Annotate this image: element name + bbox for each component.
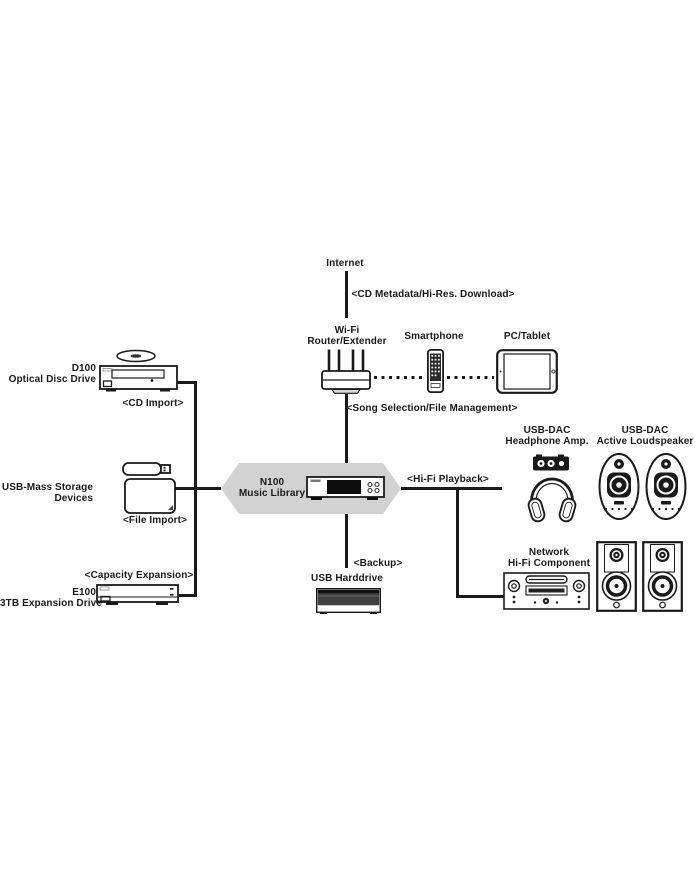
network-component-icon xyxy=(503,572,590,610)
connector-e100-to-bus xyxy=(179,594,197,597)
file-import-caption: <File Import> xyxy=(122,515,188,526)
usb-harddrive-label: USB Harddrive xyxy=(311,573,383,584)
n100-player-icon xyxy=(306,476,385,500)
wifi-router-label-line2: Router/Extender xyxy=(307,336,387,347)
wifi-router-label-line1: Wi-Fi xyxy=(334,325,360,336)
capacity-expansion-caption: <Capacity Expansion> xyxy=(84,570,194,581)
d100-label-line1: D100 xyxy=(71,363,96,374)
active-loudspeaker-right-icon xyxy=(645,453,687,520)
box-speaker-right-icon xyxy=(642,541,683,612)
e100-label-line1: E100 xyxy=(72,587,96,598)
usb-dac-headphone-label: USB-DAC Headphone Amp. xyxy=(505,425,588,447)
wifi-router-icon xyxy=(321,349,371,394)
song-selection-caption: <Song Selection/File Management> xyxy=(346,403,518,414)
connector-n100-to-backup xyxy=(345,514,348,568)
usb-dac-speaker-label-line2: Active Loudspeaker xyxy=(596,436,694,447)
headphone-amp-icon xyxy=(533,454,569,471)
pc-tablet-label: PC/Tablet xyxy=(503,331,551,342)
usb-dac-headphone-label-line1: USB-DAC xyxy=(523,425,571,436)
n100-label-line1: N100 xyxy=(259,477,285,488)
wireless-link-smartphone-tablet xyxy=(447,376,494,379)
usb-storage-label-line1: USB-Mass Storage xyxy=(1,482,93,493)
active-loudspeaker-left-icon xyxy=(598,453,640,520)
connector-branch-to-component xyxy=(456,595,504,598)
usb-dac-speaker-label-line1: USB-DAC xyxy=(621,425,669,436)
hifi-playback-caption: <Hi-Fi Playback> xyxy=(407,474,489,485)
e100-label-line2: 3TB Expansion Drive xyxy=(0,598,102,609)
smartphone-icon xyxy=(427,349,444,393)
usb-harddrive-icon xyxy=(316,588,381,614)
d100-label-line2: Optical Disc Drive xyxy=(8,374,96,385)
connector-n100-to-playback xyxy=(401,487,502,490)
connector-d100-to-bus xyxy=(177,381,197,384)
optical-disc-drive-icon xyxy=(99,349,178,392)
network-component-label-line1: Network xyxy=(528,547,570,558)
box-speaker-left-icon xyxy=(596,541,637,612)
smartphone-label: Smartphone xyxy=(404,331,464,342)
connector-internet-to-router xyxy=(345,271,348,318)
network-component-label: Network Hi-Fi Component xyxy=(508,547,590,569)
usb-storage-label: USB-Mass Storage Devices xyxy=(0,482,93,504)
e100-label: E100 3TB Expansion Drive xyxy=(0,587,102,609)
connector-router-to-n100 xyxy=(345,394,348,463)
usb-storage-label-line2: Devices xyxy=(54,493,93,504)
usb-dac-speaker-label: USB-DAC Active Loudspeaker xyxy=(597,425,694,447)
network-component-label-line2: Hi-Fi Component xyxy=(507,558,591,569)
connector-playback-branch-down xyxy=(456,487,459,598)
wifi-router-label: Wi-Fi Router/Extender xyxy=(307,325,386,347)
internet-label: Internet xyxy=(326,258,364,269)
connector-storage-to-n100 xyxy=(174,487,221,490)
expansion-drive-icon xyxy=(96,584,179,605)
n100-label: N100 Music Library xyxy=(239,477,305,499)
cd-import-caption: <CD Import> xyxy=(122,398,184,409)
usb-mass-storage-icon xyxy=(122,462,176,514)
pc-tablet-icon xyxy=(496,349,558,394)
usb-dac-headphone-label-line2: Headphone Amp. xyxy=(505,436,589,447)
cd-metadata-caption: <CD Metadata/Hi-Res. Download> xyxy=(351,289,515,300)
headphones-icon xyxy=(527,477,577,523)
wireless-link-router-smartphone xyxy=(374,376,424,379)
backup-caption: <Backup> xyxy=(353,558,403,569)
n100-label-line2: Music Library xyxy=(238,488,306,499)
d100-label: D100 Optical Disc Drive xyxy=(0,363,96,385)
